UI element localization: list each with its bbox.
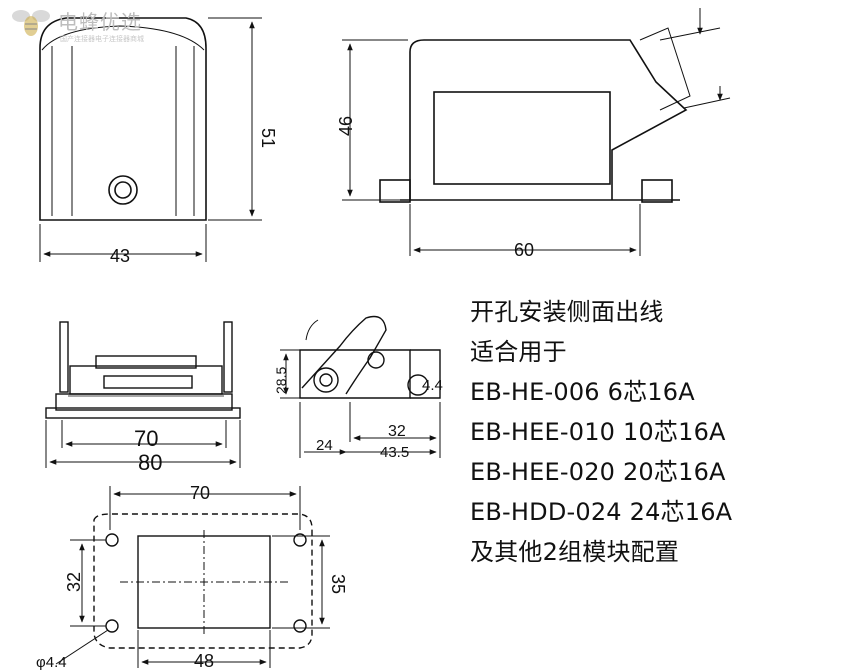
dim-latch-offset: 24 (316, 437, 333, 454)
spec-applies-to: 适合用于 (470, 338, 567, 366)
latch-view (299, 315, 441, 399)
dim-latch-span: 32 (388, 423, 406, 440)
dim-plate-inner: 70 (134, 426, 158, 451)
dim-latch-hole: 4.4 (422, 377, 443, 394)
spec-model-hee-010: EB-HEE-010 10芯16A (470, 418, 726, 446)
cutout-dims (55, 486, 330, 668)
watermark-tagline: 国产连接器电子连接器商城 (60, 35, 144, 43)
dim-side-height: 46 (336, 116, 356, 136)
base-plate-dims (45, 420, 241, 468)
latch-dims (280, 349, 441, 458)
dim-latch-total: 43.5 (380, 444, 409, 461)
dim-hole-diameter: φ4.4 (36, 654, 67, 671)
front-view (39, 17, 207, 221)
watermark: 电蜂优选 国产连接器电子连接器商城 (4, 4, 164, 48)
side-view (379, 27, 691, 203)
watermark-name: 电蜂优选 (58, 10, 142, 34)
dim-cut-inner: 48 (194, 651, 214, 671)
dim-cut-height-right: 35 (328, 574, 348, 594)
spec-model-hdd-024: EB-HDD-024 24芯16A (470, 498, 733, 526)
dim-cut-height-left: 32 (64, 572, 84, 592)
side-view-dims (342, 8, 731, 256)
front-view-dims (39, 17, 262, 262)
spec-text-block: 开孔安装侧面出线 适合用于 EB-HE-006 6芯16A EB-HEE-010… (470, 292, 830, 572)
dim-front-width: 43 (110, 246, 130, 266)
bee-logo-icon (12, 10, 50, 36)
dim-latch-height: 28.5 (273, 367, 289, 394)
dim-plate-outer: 80 (138, 450, 162, 475)
dim-front-height: 51 (258, 128, 278, 148)
spec-model-he-006: EB-HE-006 6芯16A (470, 378, 695, 406)
dim-cut-width: 70 (190, 483, 210, 503)
cutout-view (93, 513, 313, 649)
spec-title: 开孔安装侧面出线 (470, 298, 664, 326)
spec-other-modules: 及其他2组模块配置 (470, 538, 680, 566)
base-plate-view (45, 321, 241, 419)
dim-side-width: 60 (514, 240, 534, 260)
spec-model-hee-020: EB-HEE-020 20芯16A (470, 458, 726, 486)
